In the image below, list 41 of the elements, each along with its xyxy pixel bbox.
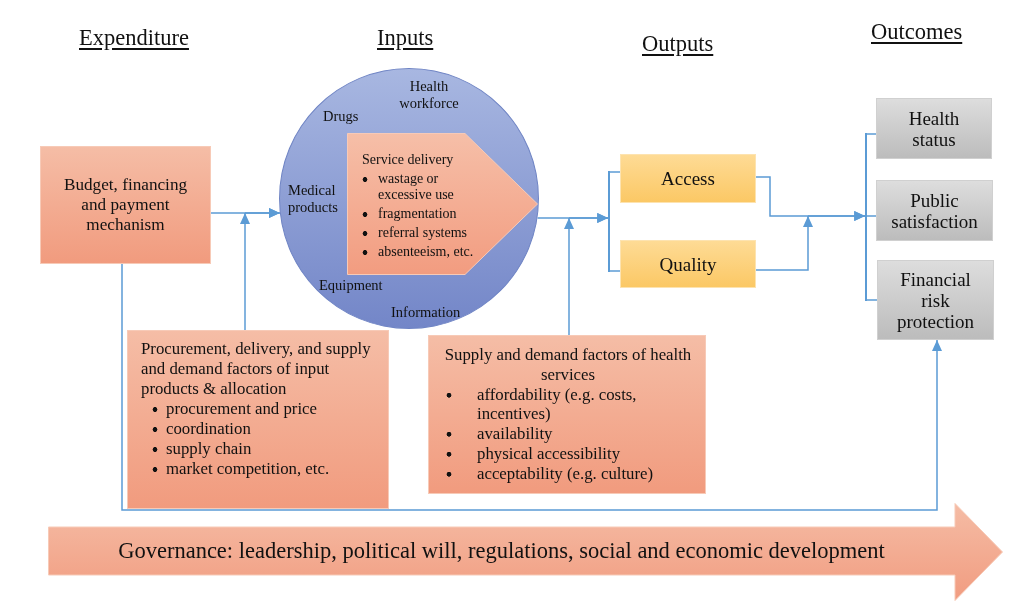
connector-line xyxy=(866,215,877,217)
connector-arrow xyxy=(121,263,942,511)
column-heading: Inputs xyxy=(377,25,434,51)
box-text: Budget, financing and payment mechanism xyxy=(62,175,189,235)
output-box xyxy=(620,240,756,288)
connector-line xyxy=(866,133,877,135)
connector-line xyxy=(609,171,621,173)
process-box xyxy=(40,146,211,264)
connector-arrow xyxy=(564,217,574,336)
service-delivery-pentagon xyxy=(347,133,538,275)
connector-arrow xyxy=(240,212,250,331)
box-text: Financial risk protection xyxy=(896,268,975,332)
connector-arrow xyxy=(807,211,866,221)
connector-arrow xyxy=(244,208,281,218)
circle-label: Medical products xyxy=(288,182,339,215)
box-text: Access xyxy=(660,168,716,189)
connector-arrow xyxy=(568,213,609,223)
box-text: Public satisfaction xyxy=(890,189,979,232)
outcome-box xyxy=(876,180,993,241)
box-heading: Service delivery xyxy=(362,152,455,168)
outcome-box xyxy=(876,98,992,159)
box-text: Quality xyxy=(658,253,718,275)
column-heading: Outcomes xyxy=(871,19,963,45)
process-box xyxy=(428,335,706,494)
bracket-line xyxy=(865,133,867,301)
connector-line xyxy=(866,299,878,301)
column-heading: Outputs xyxy=(642,31,714,57)
circle-label: Information xyxy=(391,304,461,321)
circle-label: Drugs xyxy=(323,108,359,125)
circle-label: Equipment xyxy=(319,277,383,294)
box-text: Health status xyxy=(907,107,961,150)
circle-label: Health workforce xyxy=(398,78,460,111)
outcome-box xyxy=(877,260,994,340)
bracket-line xyxy=(608,171,610,272)
connector-line xyxy=(609,270,621,272)
block-arrow xyxy=(48,503,1003,601)
arrow-text: Governance: leadership, political will, regulations, social and economic development xyxy=(118,538,885,564)
column-heading: Expenditure xyxy=(79,25,189,51)
output-box xyxy=(620,154,756,203)
connector-arrow xyxy=(755,215,813,271)
process-box xyxy=(127,330,389,509)
